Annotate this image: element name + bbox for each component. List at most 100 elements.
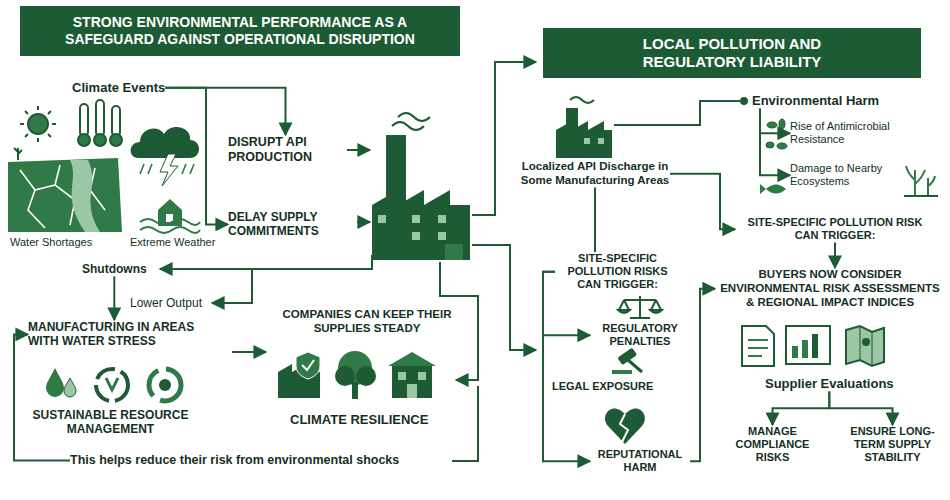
node-text: SITE-SPECIFIC POLLUTION RISK CAN TRIGGER… — [735, 216, 935, 242]
connector — [834, 242, 836, 268]
text-node: Shutdowns — [82, 262, 147, 276]
flow-line — [440, 262, 478, 380]
resilience-icons — [418, 372, 426, 380]
resilience-icons — [398, 372, 406, 380]
cracked-ground — [70, 160, 100, 232]
factory-icon — [584, 138, 590, 144]
gavel-icon — [612, 348, 642, 374]
gavel-icon — [612, 370, 632, 374]
resilience-icons — [392, 366, 432, 398]
connector — [543, 272, 590, 461]
resilience-icons — [296, 352, 320, 379]
flow-line — [232, 351, 266, 353]
text-node: MANAGE COMPLIANCE RISKS — [725, 425, 820, 465]
text-node: Environmental Harm — [752, 93, 879, 109]
bacteria-icon — [779, 119, 785, 129]
annotation-label: Lower Output — [130, 296, 202, 310]
evaluation-icons — [786, 326, 830, 364]
text-node: Rise of Antimicrobial Resistance — [790, 120, 905, 146]
thermometer-icon — [80, 104, 88, 136]
resource-icons — [149, 369, 181, 401]
sun-icon — [20, 106, 56, 142]
scales-icon — [618, 310, 630, 313]
thermometer-icon — [78, 100, 122, 146]
node-text: Rise of Antimicrobial Resistance — [790, 120, 905, 146]
node-text: REGULATORY PENALTIES — [590, 322, 690, 348]
connector — [760, 109, 790, 134]
connector — [670, 174, 735, 229]
text-node: SITE-SPECIFIC POLLUTION RISKS CAN TRIGGE… — [555, 252, 680, 292]
title-band: LOCAL POLLUTION AND REGULATORY LIABILITY — [543, 28, 921, 78]
node-text: COMPANIES CAN KEEP THEIR SUPPLIES STEADY — [272, 308, 462, 336]
flow-line — [472, 245, 536, 350]
flow-line — [472, 62, 536, 215]
bacteria-icon — [766, 142, 774, 148]
text-node: CLIMATE RESILIENCE — [290, 412, 428, 428]
text-node: DELAY SUPPLY COMMITMENTS — [228, 210, 353, 239]
connector — [594, 188, 596, 252]
flow-line — [357, 221, 370, 223]
resource-icons — [106, 378, 118, 390]
factory-icon — [372, 113, 470, 260]
flow-line — [741, 98, 747, 104]
factory-icon — [570, 97, 594, 103]
cracked-ground — [14, 148, 22, 160]
plant-icon — [906, 166, 935, 196]
factory-icon — [438, 232, 446, 240]
cracked-ground — [8, 158, 122, 232]
node-text: MANUFACTURING IN AREAS WITH WATER STRESS — [28, 320, 228, 349]
resource-icons — [46, 368, 181, 401]
cracked-ground — [8, 148, 122, 232]
connector — [14, 334, 70, 460]
node-text: Damage to Nearby Ecosystems — [790, 162, 902, 188]
text-node: BUYERS NOW CONSIDER ENVIRONMENTAL RISK A… — [715, 268, 945, 309]
factory-icon — [556, 97, 612, 158]
node-text: BUYERS NOW CONSIDER ENVIRONMENTAL RISK A… — [715, 268, 945, 309]
evaluation-icons — [742, 326, 774, 366]
bacteria-icon — [766, 119, 787, 149]
resilience-icons — [388, 352, 436, 366]
broken-heart-icon — [605, 408, 645, 444]
thermometer-icon — [96, 100, 104, 136]
factory-icon — [392, 113, 430, 130]
factory-icon — [412, 232, 420, 240]
connector — [760, 109, 790, 176]
text-node: ENSURE LONG-TERM SUPPLY STABILITY — [840, 425, 945, 465]
node-text: Shutdowns — [82, 262, 147, 276]
factory-icon — [438, 215, 446, 223]
text-node: SITE-SPECIFIC POLLUTION RISK CAN TRIGGER… — [735, 216, 935, 242]
text-node: DISRUPT API PRODUCTION — [228, 135, 343, 165]
evaluation-icons — [802, 340, 808, 358]
storm-icon — [140, 219, 200, 233]
node-text: SUSTAINABLE RESOURCE MANAGEMENT — [28, 408, 193, 437]
thermometer-icon — [78, 134, 90, 146]
flow-line — [160, 255, 372, 269]
resource-icons — [159, 379, 171, 391]
evaluation-icons — [748, 340, 768, 356]
flow-line — [614, 101, 740, 125]
fish-icon — [760, 184, 766, 194]
node-text: ENSURE LONG-TERM SUPPLY STABILITY — [840, 425, 945, 465]
factory-icon — [372, 190, 470, 260]
text-node: MANUFACTURING IN AREAS WITH WATER STRESS — [28, 320, 228, 349]
fish-icon — [760, 184, 786, 194]
factory-icon — [378, 215, 386, 223]
connector — [690, 289, 715, 462]
storm-icon — [131, 127, 199, 158]
resource-icons — [96, 369, 128, 401]
resilience-icons — [278, 351, 436, 399]
connector — [773, 392, 830, 425]
resource-icons — [46, 368, 64, 397]
title-band: STRONG ENVIRONMENTAL PERFORMANCE AS A SA… — [20, 6, 460, 56]
resilience-icons — [302, 360, 314, 370]
flow-line — [614, 98, 747, 125]
flow-line — [452, 386, 478, 461]
text-node: COMPANIES CAN KEEP THEIR SUPPLIES STEADY — [272, 308, 462, 336]
text-node: Supplier Evaluations — [765, 376, 894, 392]
evaluation-icons — [862, 338, 870, 346]
broken-heart-icon — [620, 414, 628, 442]
evaluation-icons — [860, 326, 872, 366]
thermometer-icon — [112, 106, 120, 136]
text-node: Climate Events — [72, 80, 165, 96]
annotation-label: Water Shortages — [10, 236, 92, 248]
